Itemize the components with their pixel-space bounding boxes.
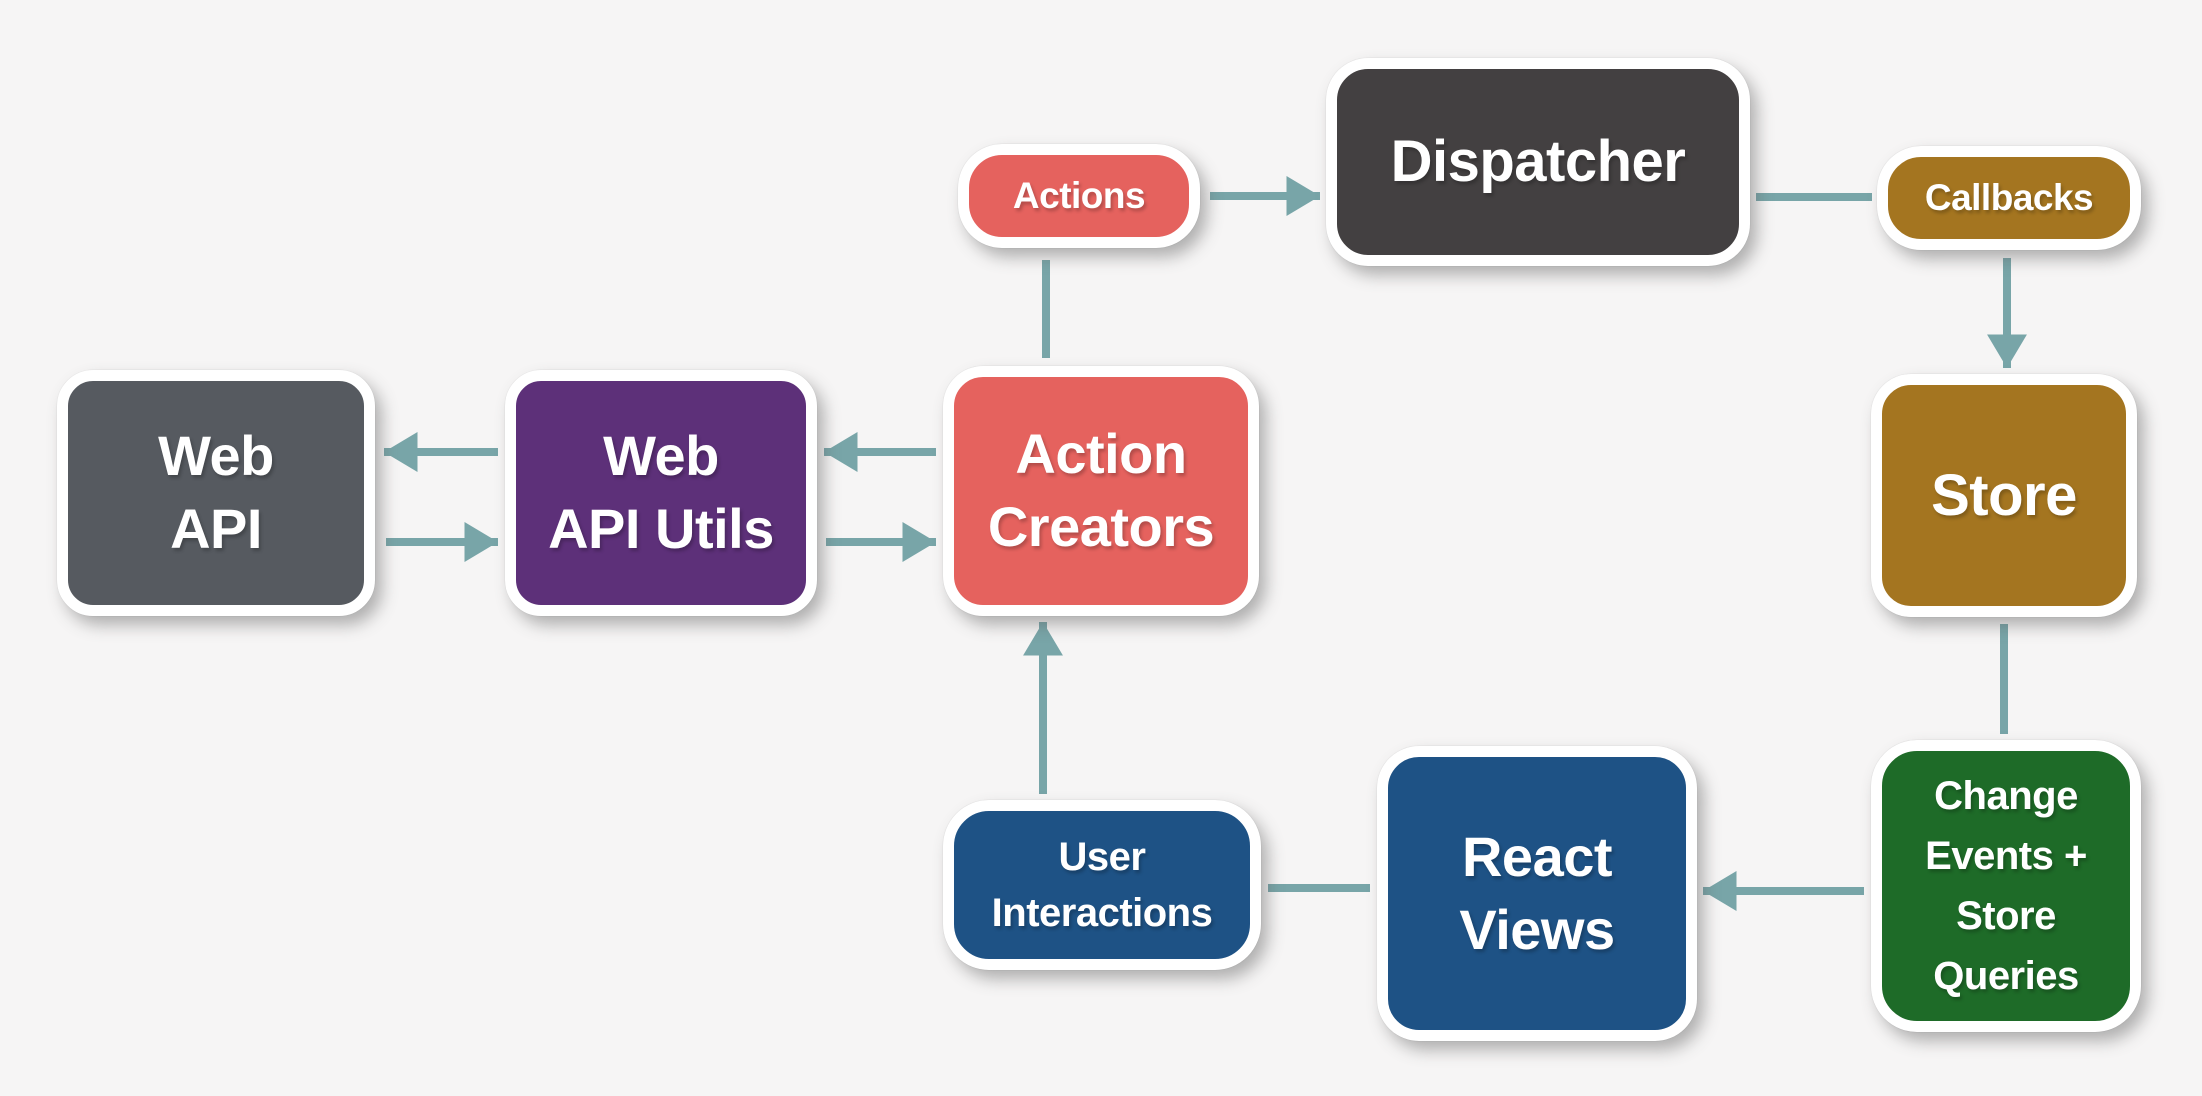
- node-react-views-label-line1: React: [1461, 824, 1613, 888]
- node-action-creators-label-line1: Action: [1015, 422, 1187, 486]
- node-store: Store: [1871, 374, 2137, 617]
- node-web-api-utils-label-line2: API Utils: [548, 497, 774, 560]
- node-store-label: Store: [1931, 462, 2077, 528]
- node-callbacks: Callbacks: [1877, 146, 2141, 250]
- node-change-events-label-line2: Events +: [1925, 834, 2087, 878]
- node-dispatcher: Dispatcher: [1326, 58, 1750, 266]
- node-change-events-label-line3: Store: [1956, 894, 2056, 938]
- node-web-api-label-line2: API: [170, 497, 262, 560]
- node-dispatcher-label: Dispatcher: [1390, 129, 1686, 195]
- node-web-api-utils: Web API Utils: [505, 370, 817, 616]
- node-web-api-utils-label-line1: Web: [603, 424, 719, 488]
- node-user-interactions: User Interactions: [943, 800, 1261, 970]
- node-web-api: Web API: [57, 370, 375, 616]
- node-user-interactions-label-line2: Interactions: [991, 891, 1213, 935]
- node-actions: Actions: [958, 144, 1200, 248]
- node-actions-label: Actions: [1012, 174, 1146, 216]
- node-change-events-label-line4: Queries: [1933, 954, 2079, 998]
- node-change-events-store-queries: Change Events + Store Queries: [1871, 740, 2141, 1032]
- node-callbacks-label: Callbacks: [1924, 176, 2094, 218]
- node-action-creators-label-line2: Creators: [987, 495, 1215, 558]
- node-user-interactions-label-line1: User: [1058, 835, 1146, 879]
- node-action-creators: Action Creators: [943, 366, 1259, 616]
- node-change-events-label-line1: Change: [1934, 774, 2078, 818]
- node-react-views: React Views: [1377, 746, 1697, 1041]
- node-web-api-label-line1: Web: [158, 424, 274, 488]
- node-react-views-label-line2: Views: [1459, 897, 1615, 961]
